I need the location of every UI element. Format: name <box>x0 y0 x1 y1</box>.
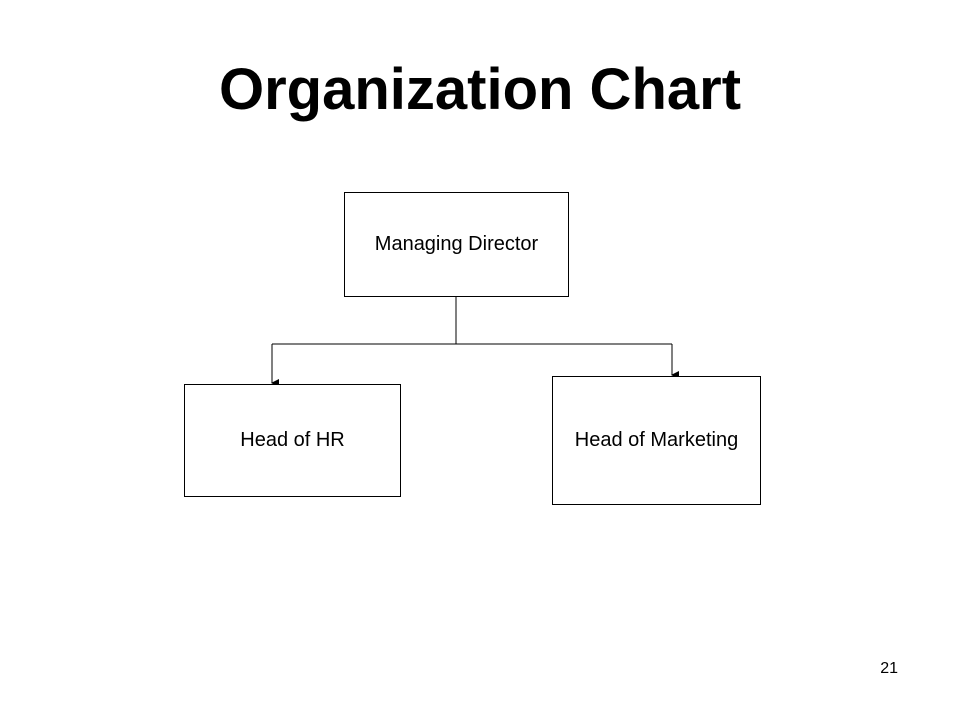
node-managing-director: Managing Director <box>344 192 569 297</box>
slide-title: Organization Chart <box>218 57 742 122</box>
node-label: Managing Director <box>374 233 539 255</box>
node-head-of-hr: Head of HR <box>184 384 401 497</box>
node-head-of-marketing: Head of Marketing <box>552 376 761 505</box>
node-label: Head of Marketing <box>574 429 739 451</box>
page-number: 21 <box>880 660 898 677</box>
node-label: Head of HR <box>240 429 345 451</box>
